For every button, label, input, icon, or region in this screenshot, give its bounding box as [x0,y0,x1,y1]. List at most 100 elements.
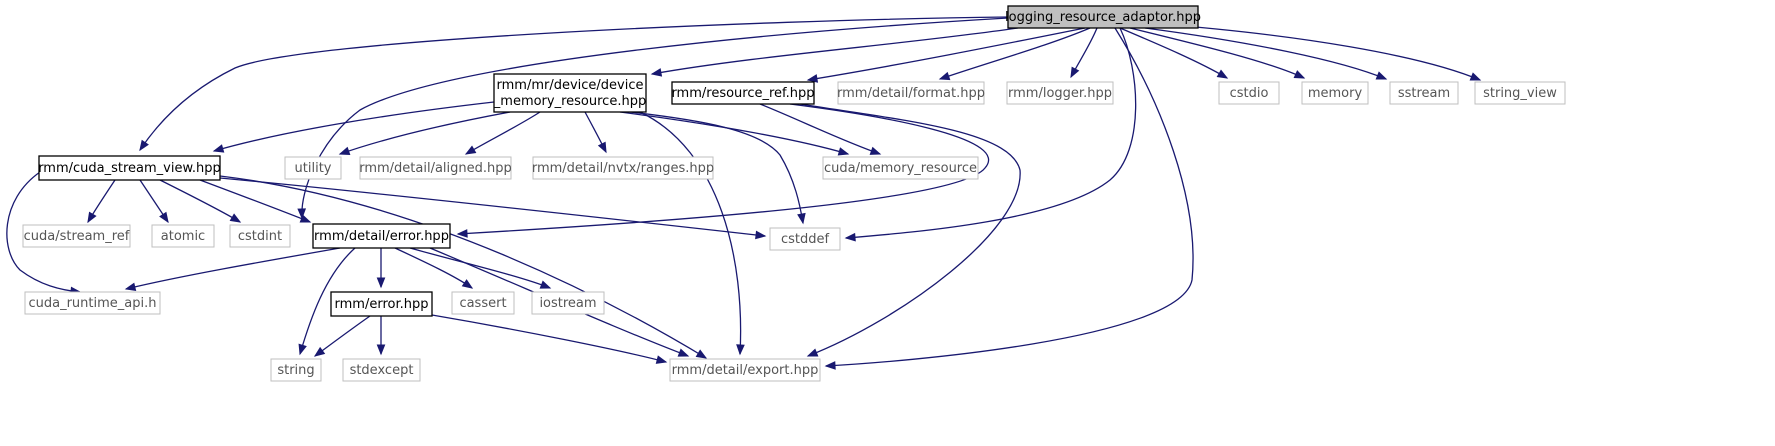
node-box [451,291,515,315]
edge-arrowhead [229,213,242,223]
edge-rerror-to-stdexcept [376,316,386,356]
node-cstdio: cstdio [1218,81,1280,105]
edge-derror-to-rerror [376,248,386,289]
edge-derror-to-string [298,247,356,356]
node-box [359,156,512,180]
edge-csv-to-cstddef [219,177,767,240]
node-label: atomic [161,229,205,244]
node-box [1218,81,1280,105]
node-cstdint: cstdint [229,224,291,248]
edge-arrowhead [1070,66,1080,79]
edge-root-to-rref [806,27,1086,83]
node-label: rmm/cuda_stream_view.hpp [38,161,221,176]
edge-arrowhead [797,212,806,225]
edge-csv-to-atomic [139,179,169,224]
node-box [1006,81,1114,105]
edge-arrowhead [938,71,951,81]
node-label: sstream [1398,86,1450,101]
edge-line [219,175,707,359]
edge-csv-to-derror [199,179,312,223]
node-box [822,156,979,180]
edge-line [219,177,766,237]
node-dmr[interactable]: rmm/mr/device/device_memory_resource.hpp [493,73,647,113]
node-label: iostream [539,296,596,311]
edge-arrowhead [736,344,745,356]
node-string_view: string_view [1474,81,1566,105]
node-derror[interactable]: rmm/detail/error.hpp [312,223,451,249]
edge-root-to-string_view [1159,23,1482,81]
edge-arrowhead [1293,70,1306,79]
edge-dmr-to-cudamr [619,111,850,156]
edge-arrowhead [650,68,663,77]
edge-root-to-cstdio [1119,27,1229,79]
node-label: cuda_runtime_api.h [28,296,156,311]
edge-root-to-logger [1070,27,1098,79]
node-box [22,224,131,248]
edge-line [939,27,1091,80]
node-box [1007,5,1199,29]
edge-line [1144,27,1387,80]
edge-derror-to-cuda_rt [124,247,341,292]
edge-line [409,247,551,289]
edge-line [213,101,495,152]
edge-line [139,16,1009,151]
edge-arrowhead [297,208,307,220]
node-label: rmm/logger.hpp [1008,86,1112,101]
edge-arrowhead [1469,72,1482,81]
node-box [38,155,221,181]
edge-csv-to-export [219,175,708,359]
edge-line [1129,27,1305,79]
node-format: rmm/detail/format.hpp [837,81,985,105]
edge-line [629,111,804,224]
node-nvtx: rmm/detail/nvtx/ranges.hpp [532,156,714,180]
node-label: string [277,363,314,378]
node-label: cstdint [238,229,282,244]
node-box [837,81,985,105]
edge-arrowhead [456,229,468,238]
edge-arrowhead [338,146,351,155]
edge-line [6,171,81,293]
node-box [24,291,161,315]
edge-root-to-format [938,27,1091,81]
node-atomic: atomic [151,224,215,248]
edge-dmr-to-cstddef [629,111,806,225]
node-box [671,81,815,105]
edge-line [799,103,1021,357]
node-rref[interactable]: rmm/resource_ref.hpp [671,81,815,105]
node-cuda_rt: cuda_runtime_api.h [24,291,161,315]
edge-arrowhead [87,211,97,224]
node-csv[interactable]: rmm/cuda_stream_view.hpp [38,155,221,181]
node-box [270,358,322,382]
node-label: rmm/detail/error.hpp [314,229,449,244]
node-aligned: rmm/detail/aligned.hpp [359,156,512,180]
edge-arrowhead [597,141,607,154]
node-root[interactable]: logging_resource_adaptor.hpp [1005,5,1201,29]
edge-line [339,111,511,155]
edge-root-to-dmr [650,27,1019,77]
edge-line [651,27,1019,75]
edge-csv-to-cstdint [159,179,242,223]
edge-arrowhead [655,355,668,364]
edge-line [431,314,667,363]
edge-rref-to-export [799,103,1021,357]
edge-root-to-derror [297,17,1009,220]
node-label: string_view [1483,86,1557,101]
edge-arrowhead [464,145,477,155]
node-cassert: cassert [451,291,515,315]
node-label: cuda/stream_ref [24,229,130,244]
edge-root-to-cstddef [844,27,1137,242]
edge-arrowhead [1375,71,1388,80]
edges-layer [6,16,1482,370]
node-label: rmm/error.hpp [335,297,429,312]
edge-derror-to-cassert [394,247,474,289]
node-box [284,156,342,180]
edge-arrowhead [124,282,137,292]
edge-arrowhead [806,348,819,357]
edge-arrowhead [1216,69,1229,79]
node-rerror[interactable]: rmm/error.hpp [330,291,433,317]
edge-arrowhead [298,343,307,356]
edge-derror-to-iostream [409,247,552,289]
edge-line [639,111,742,355]
edge-arrowhead [299,214,312,223]
